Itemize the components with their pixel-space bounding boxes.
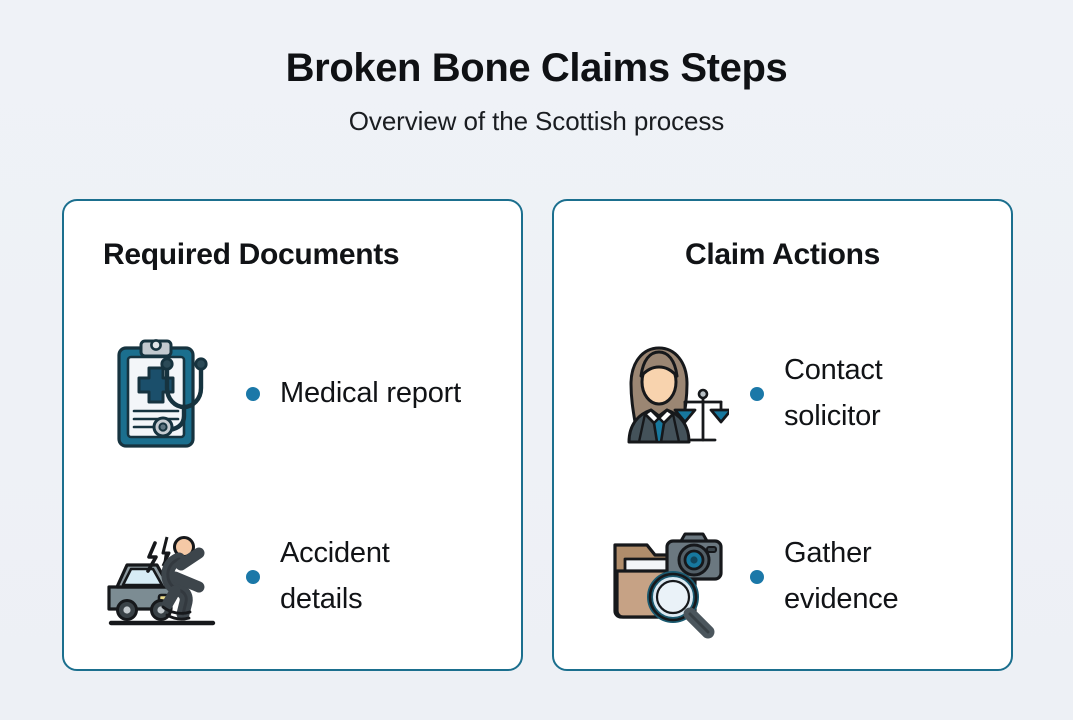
bullet-and-label: Medical report bbox=[246, 371, 461, 417]
list-item-label: Contact solicitor bbox=[784, 353, 883, 432]
card-required-documents: Required Documents bbox=[62, 199, 523, 671]
bullet-dot bbox=[246, 570, 260, 585]
card-items: Contact solicitor bbox=[554, 302, 1011, 669]
bullet-dot bbox=[750, 570, 764, 585]
card-title: Claim Actions bbox=[684, 238, 881, 271]
list-item-label: Medical report bbox=[280, 376, 461, 409]
header: Broken Bone Claims Steps Overview of the… bbox=[0, 0, 1073, 137]
bullet-dot bbox=[246, 386, 260, 401]
bullet-and-label: Gather evidence bbox=[750, 531, 974, 623]
medical-report-clipboard-stethoscope-icon bbox=[98, 329, 228, 459]
card-items: Medical report bbox=[64, 302, 521, 669]
list-item: Medical report bbox=[64, 302, 521, 486]
page-title: Broken Bone Claims Steps bbox=[285, 46, 788, 90]
bullet-and-label: Accident details bbox=[246, 531, 470, 623]
list-item: Contact solicitor bbox=[554, 302, 1011, 486]
card-claim-actions: Claim Actions bbox=[552, 199, 1013, 671]
bullet-and-label: Contact solicitor bbox=[750, 348, 974, 440]
list-item-label: Gather evidence bbox=[784, 537, 899, 616]
car-accident-pedestrian-icon bbox=[98, 512, 228, 642]
card-title: Required Documents bbox=[103, 238, 400, 271]
folder-camera-magnifier-icon bbox=[602, 512, 732, 642]
bullet-dot bbox=[750, 386, 764, 401]
solicitor-scales-of-justice-icon bbox=[602, 329, 732, 459]
cards-container: Required Documents bbox=[62, 199, 1013, 671]
list-item: Gather evidence bbox=[554, 486, 1011, 670]
page-subtitle: Overview of the Scottish process bbox=[348, 105, 725, 136]
list-item-label: Accident details bbox=[280, 537, 390, 616]
list-item: Accident details bbox=[64, 486, 521, 670]
